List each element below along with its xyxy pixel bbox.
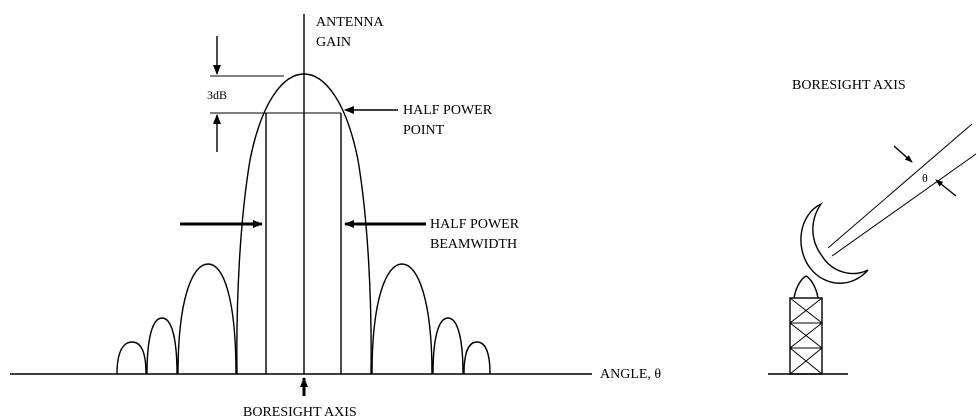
half-power-point-label-1: HALF POWER [403,103,493,118]
angle-label: ANGLE, θ [600,367,661,382]
side-lobe-right-3 [463,341,491,375]
beamwidth-label-1: HALF POWER [430,217,520,232]
side-lobe-left-2 [146,317,178,375]
side-lobe-right-1 [371,263,433,375]
tower [789,275,823,375]
radiation-pattern: ANTENNA GAIN 3dB HALF POWER POINT HALF P… [10,14,661,419]
beam-line-upper [827,123,973,249]
beamwidth-label-2: BEAMWIDTH [430,237,517,252]
dish-reflector [800,202,869,284]
side-lobe-left-1 [177,263,237,375]
half-power-point-label-2: POINT [403,123,445,138]
theta-arrow-lower [935,179,957,197]
boresight-axis-label: BORESIGHT AXIS [243,405,357,419]
side-lobe-right-2 [432,317,464,375]
theta-arrow-upper [893,145,913,163]
db-label: 3dB [207,88,227,102]
antenna-gain-label-1: ANTENNA [316,15,385,30]
beam-line-lower [831,153,977,257]
antenna-gain-label-2: GAIN [316,35,351,50]
main-lobe [236,73,372,375]
dish-antenna-illustration: θ BORESIGHT AXIS [768,78,977,375]
theta-label: θ [922,171,928,185]
side-lobe-left-3 [116,341,147,375]
dish-boresight-label: BORESIGHT AXIS [792,78,906,93]
